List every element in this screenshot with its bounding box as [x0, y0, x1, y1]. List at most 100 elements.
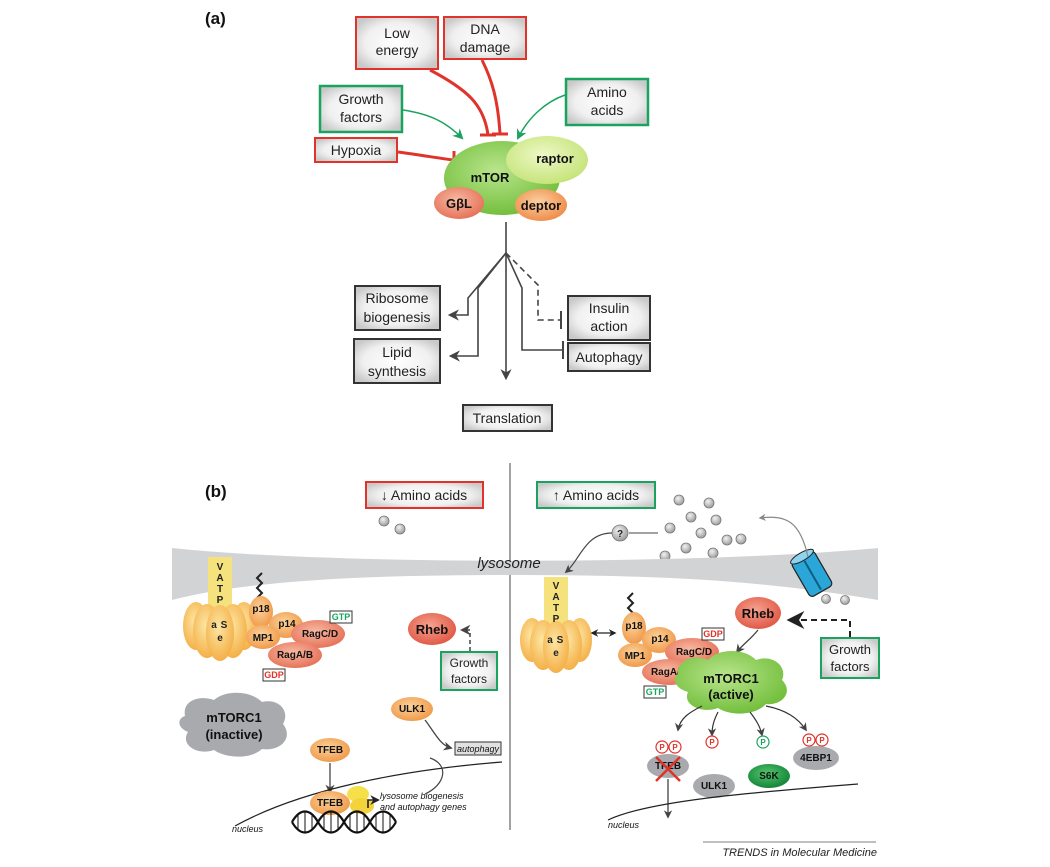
gf-right-line1: Growth — [829, 642, 871, 657]
rheb-right-label: Rheb — [742, 606, 775, 621]
lipid-anchor-left — [255, 572, 264, 599]
ribosome-line1: Ribosome — [365, 290, 428, 306]
dna-damage-box: DNA damage — [443, 16, 527, 60]
ulk1-right — [693, 774, 735, 798]
mp1-left — [246, 625, 280, 649]
gf-to-rheb-left — [459, 624, 471, 651]
lipid-arrow — [448, 252, 507, 362]
4ebp1 — [793, 746, 839, 770]
vatpase-right-a2: a — [547, 635, 553, 646]
high-amino-acids-text: ↑ Amino acids — [553, 487, 639, 503]
nucleus-membrane-left — [234, 761, 503, 827]
mtorc1-inactive-line1: mTORC1 — [206, 710, 261, 725]
vatpase-left-p: P — [217, 595, 224, 606]
ulk1-left — [391, 697, 433, 721]
autophagy-a-text: Autophagy — [576, 349, 643, 365]
autophagy-box-left: autophagy — [454, 741, 502, 756]
mtor-label: mTOR — [471, 170, 510, 185]
gf-to-rheb-right — [786, 611, 851, 637]
autophagy-left-text: autophagy — [457, 744, 500, 754]
p18-left-label: p18 — [252, 604, 270, 615]
vatpase-left-letters: V A T P a S e — [211, 562, 227, 644]
vatpase-right-letters: V A T P a S e — [547, 581, 563, 659]
hypoxia-box: Hypoxia — [314, 137, 398, 163]
dna-helix — [291, 810, 397, 834]
lipid-line2: synthesis — [368, 363, 426, 379]
low-amino-acids-text: ↓ Amino acids — [381, 487, 467, 503]
high-amino-acids-header: ↑ Amino acids — [536, 481, 656, 509]
mtorc1-complex-a: mTOR raptor GβL deptor — [434, 136, 588, 221]
lysosome-membrane — [172, 548, 878, 600]
rheb-left-label: Rheb — [416, 622, 449, 637]
insulin-action-box: Insulin action — [567, 295, 651, 341]
growth-factors-box-right: Growth factors — [820, 637, 880, 679]
tfeb-left-cyto-label: TFEB — [317, 745, 343, 756]
mp1-right-label: MP1 — [625, 651, 646, 662]
raptor-label: raptor — [536, 151, 574, 166]
vatpase-left-a: A — [216, 573, 223, 584]
vatpase-left — [183, 557, 257, 661]
vatpase-right-a: A — [552, 592, 559, 603]
lipid-synthesis-box: Lipid synthesis — [353, 338, 441, 384]
nucleus-membrane-right — [607, 783, 859, 821]
amino-acids-a-line1: Amino — [587, 84, 627, 100]
mp1-left-label: MP1 — [253, 633, 274, 644]
vatpase-left-e: e — [217, 633, 223, 644]
ragcd-right-label: RagC/D — [676, 647, 712, 658]
low-energy-box: Low energy — [355, 16, 439, 70]
ragcd-left-label: RagC/D — [302, 629, 338, 640]
gdp-left-text: GDP — [264, 670, 284, 680]
amino-acids-a-line2: acids — [591, 102, 624, 118]
block-x-icon — [655, 756, 681, 782]
growth-factors-a-line2: factors — [340, 109, 382, 125]
p18-right-label: p18 — [625, 621, 643, 632]
ragcd-right — [665, 638, 719, 666]
aa-import-arrow — [758, 513, 809, 558]
ragab-right-label: RagA/B — [651, 667, 687, 678]
tfeb-partner-1 — [347, 786, 369, 802]
gdp-badge-right: GDP — [701, 627, 725, 641]
p18-left — [249, 596, 273, 628]
raptor-blob — [506, 136, 588, 184]
amino-acids-box-a: Amino acids — [564, 77, 650, 127]
4ebp1-p2: P — [819, 736, 825, 745]
gtp-left-text: GTP — [332, 612, 351, 622]
hypoxia-inhibition — [397, 150, 454, 162]
gdp-badge-left: GDP — [262, 668, 286, 682]
growth-factors-box-a: Growth factors — [318, 84, 404, 134]
gtp-badge-right: GTP — [643, 685, 667, 699]
tfeb-left-cyto — [310, 738, 350, 762]
transcription-arrow — [367, 795, 380, 808]
ulk1-phospho: P ULK1 — [693, 735, 735, 798]
s6k-p: P — [760, 738, 766, 747]
mtorc1-active-blob — [674, 651, 787, 714]
rheb-left — [408, 613, 456, 645]
gtp-right-text: GTP — [646, 687, 665, 697]
rheb-to-mtorc1 — [735, 629, 759, 654]
question-to-vatpase-arrow — [564, 532, 613, 574]
vatpase-left-a2: a — [211, 620, 217, 631]
question-node: ? — [611, 524, 629, 542]
genes-line2: and autophagy genes — [380, 802, 467, 812]
amino-acids-arrow-a — [517, 94, 566, 140]
mtorc1-inactive-line2: (inactive) — [205, 727, 262, 742]
deptor-label: deptor — [521, 198, 561, 213]
gf-left-line2: factors — [451, 672, 487, 686]
low-energy-line2: energy — [376, 42, 419, 58]
4ebp1-label: 4EBP1 — [800, 753, 832, 764]
tfeb-left-nuclear-label: TFEB — [317, 798, 343, 809]
gf-right-line2: factors — [830, 659, 870, 674]
input-connectors — [397, 59, 566, 168]
4ebp1-phospho: P P 4EBP1 — [793, 733, 839, 770]
tfeb-phospho: P P TFEB — [647, 740, 689, 778]
vatpase-right-p: P — [553, 614, 560, 625]
s6k — [748, 764, 790, 788]
vatpase-left-v: V — [217, 562, 224, 573]
growth-factors-box-left: Growth factors — [440, 651, 498, 691]
mtorc1-active-line1: mTORC1 — [703, 671, 758, 686]
ribosome-biogenesis-box: Ribosome biogenesis — [354, 285, 441, 331]
ulk1-right-label: ULK1 — [701, 781, 728, 792]
lipid-line1: Lipid — [382, 344, 412, 360]
